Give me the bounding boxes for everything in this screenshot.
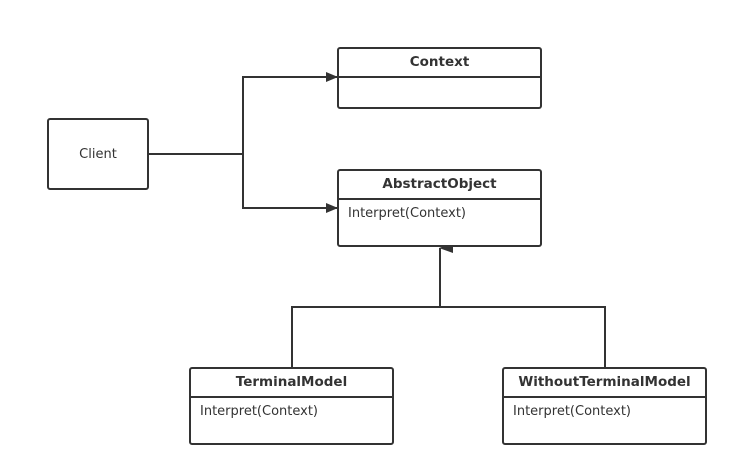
terminal-model-class-box: TerminalModel Interpret(Context) [189,367,394,445]
without-terminal-model-class-title: WithoutTerminalModel [504,369,705,398]
context-class-box: Context [337,47,542,109]
without-terminal-model-method: Interpret(Context) [513,404,631,419]
terminal-model-method: Interpret(Context) [200,404,318,419]
without-terminal-model-class-box: WithoutTerminalModel Interpret(Context) [502,367,707,445]
context-class-title: Context [339,49,540,78]
context-class-members [339,78,540,84]
terminal-model-class-title: TerminalModel [191,369,392,398]
abstract-object-method: Interpret(Context) [348,206,466,221]
client-label: Client [79,146,117,162]
abstract-object-class-title: AbstractObject [339,171,540,200]
abstract-object-class-box: AbstractObject Interpret(Context) [337,169,542,247]
client-box: Client [47,118,149,190]
